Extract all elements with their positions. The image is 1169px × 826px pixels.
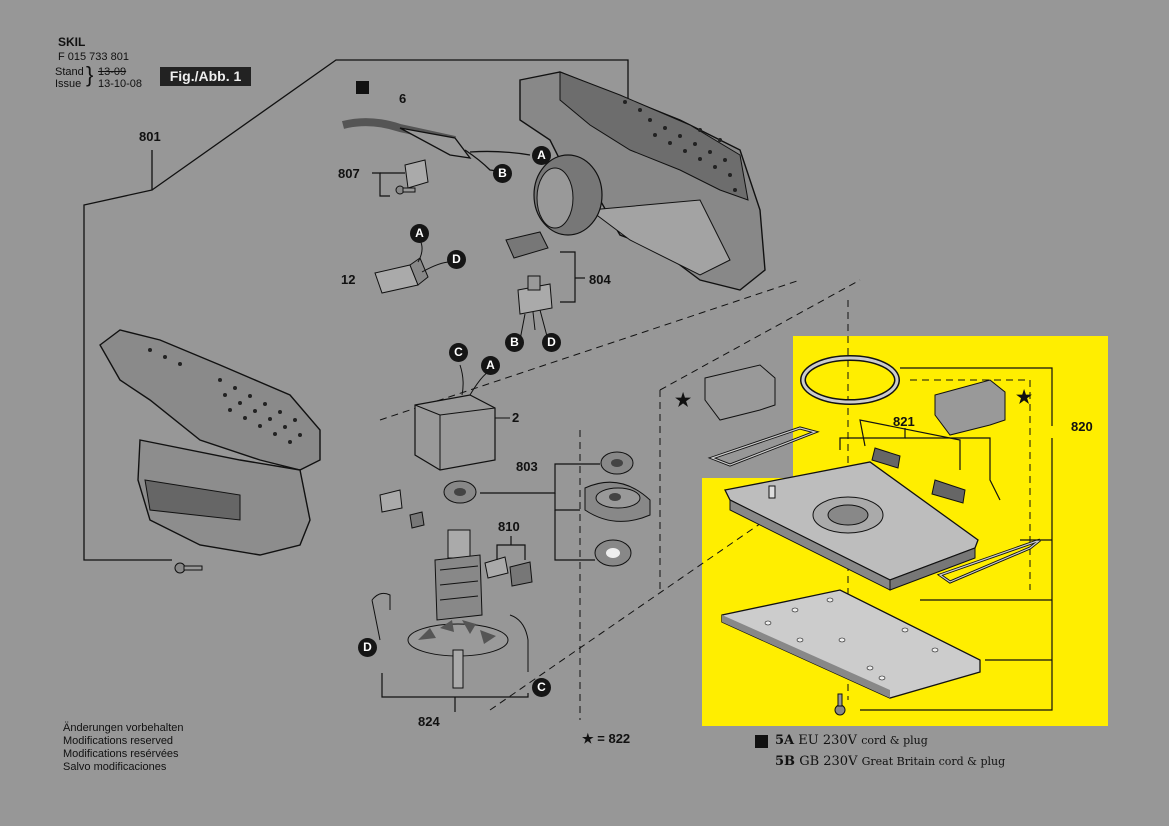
part-label-810: 810	[498, 519, 520, 534]
base-plate-assembly-820	[704, 355, 1053, 716]
part-label-820: 820	[1071, 419, 1093, 434]
legend-code-5b: 5B	[775, 754, 796, 769]
brand-name: SKIL	[58, 35, 86, 49]
part-label-801: 801	[139, 129, 161, 144]
legend-small-5b: Great Britain cord & plug	[861, 755, 1006, 768]
issue-value: 13-10-08	[98, 78, 143, 90]
part-label-824: 824	[418, 714, 440, 729]
stand-value: 13-09	[98, 66, 127, 78]
legend-text-5a: EU 230V	[798, 733, 858, 748]
connector-badge-b: B	[505, 333, 524, 352]
cable-clamp-807	[395, 159, 429, 195]
armature-part-824	[371, 529, 529, 712]
footer-note-en: Modifications reserved	[63, 735, 174, 747]
figure-label: Fig./Abb. 1	[160, 67, 251, 86]
brace-symbol: }	[86, 62, 94, 87]
connector-badge-b: B	[493, 164, 512, 183]
footer-note-fr: Modifications resérvées	[63, 748, 179, 760]
footer-note-es: Salvo modificaciones	[63, 761, 167, 773]
brushes-part-810	[379, 489, 533, 587]
legend-text-5b: GB 230V	[799, 754, 858, 769]
part-label-803: 803	[516, 459, 538, 474]
star-icon: ★	[675, 390, 692, 410]
switch-part-804	[505, 231, 585, 341]
legend-square-marker	[755, 735, 768, 748]
bracket-807	[372, 172, 405, 197]
part-label-822-key: ★ = 822	[582, 731, 631, 746]
connector-badge-a: A	[532, 146, 551, 165]
capacitor-part-12	[374, 239, 451, 294]
housing-right-half	[519, 71, 766, 291]
part-label-12: 12	[341, 272, 356, 287]
stand-label: Stand	[55, 66, 84, 78]
connector-badge-d: D	[447, 250, 466, 269]
cord-marker-square	[356, 81, 369, 94]
connector-badge-c: C	[449, 343, 468, 362]
dashed-axes	[379, 279, 1031, 720]
part-label-6: 6	[399, 91, 407, 106]
legend-code-5a: 5A	[775, 733, 795, 748]
bearings-part-803	[443, 451, 651, 567]
legend-small-5a: cord & plug	[861, 734, 928, 747]
part-label-804: 804	[589, 272, 611, 287]
part-number: F 015 733 801	[58, 51, 129, 63]
star-icon: ★	[1016, 387, 1033, 407]
issue-label: Issue	[55, 78, 82, 90]
stator-part-2	[414, 364, 510, 471]
screw-801	[174, 562, 203, 574]
connector-badge-d: D	[358, 638, 377, 657]
legend-row-5b: 5B GB 230V Great Britain cord & plug	[775, 754, 1005, 769]
housing-left-half	[99, 329, 321, 574]
connector-badge-a: A	[481, 356, 500, 375]
part-label-2: 2	[512, 410, 520, 425]
connector-badge-a: A	[410, 224, 429, 243]
connector-badge-d: D	[542, 333, 561, 352]
footer-note-de: Änderungen vorbehalten	[63, 722, 184, 734]
legend-row-5a: 5A EU 230V cord & plug	[775, 733, 928, 748]
cord-part-6	[341, 118, 531, 173]
part-label-821: 821	[893, 414, 915, 429]
bracket-801	[83, 59, 629, 561]
part-label-807: 807	[338, 166, 360, 181]
connector-badge-c: C	[532, 678, 551, 697]
